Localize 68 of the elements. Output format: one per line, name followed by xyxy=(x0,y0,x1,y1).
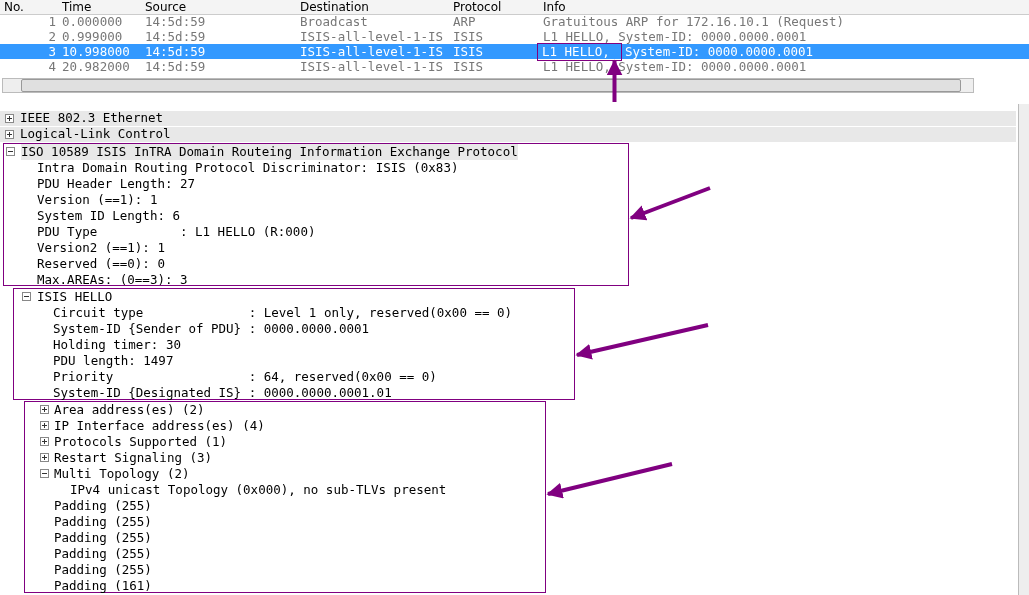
field-line: Protocols Supported (1) xyxy=(54,434,228,450)
table-cell: 0.000000 xyxy=(62,14,123,30)
tree-item: ISIS HELLO xyxy=(37,289,113,305)
table-cell: ARP xyxy=(453,14,476,30)
tree-item: IEEE 802.3 Ethernet xyxy=(20,110,163,126)
field-line: System-ID {Designated IS} : 0000.0000.0001.01 xyxy=(53,385,392,401)
table-cell: System-ID: 0000.0000.0001 xyxy=(625,44,814,60)
field-line: IP Interface address(es) (4) xyxy=(54,418,265,434)
field-line: Multi Topology (2) xyxy=(54,466,190,482)
field-line: Max.AREAs: (0==3): 3 xyxy=(37,272,188,288)
field-line: Holding timer: 30 xyxy=(53,337,181,353)
field-line: System-ID {Sender of PDU} : 0000.0000.0001 xyxy=(53,321,370,337)
table-cell-text: 3 xyxy=(47,44,56,60)
highlight-frame xyxy=(13,288,575,400)
field-line: Reserved (==0): 0 xyxy=(37,256,165,272)
field-line: Intra Domain Routing Protocol Discriminator: ISIS (0x83) xyxy=(37,160,459,176)
table-cell: 14:5d:59 xyxy=(145,29,206,45)
table-cell: ISIS-all-level-1-IS xyxy=(300,44,443,60)
highlight-frame xyxy=(537,43,622,61)
field-line: Priority : 64, reserved(0x00 == 0) xyxy=(53,369,437,385)
field-line: Padding (255) xyxy=(54,562,152,578)
column-header: No. xyxy=(4,0,24,15)
field-line: Version (==1): 1 xyxy=(37,192,158,208)
table-cell: ISIS xyxy=(453,29,484,45)
field-line: IPv4 unicast Topology (0x000), no sub-TLVs present xyxy=(70,482,447,498)
table-cell: 14:5d:59 xyxy=(145,44,206,60)
table-cell-text: 1 xyxy=(47,14,56,30)
table-cell: L1 HELLO, xyxy=(542,44,610,60)
field-line: PDU Type : L1 HELLO (R:000) xyxy=(37,224,316,240)
highlight-frame xyxy=(3,143,629,286)
table-cell-text: 2 xyxy=(47,29,56,45)
table-cell: 0.999000 xyxy=(62,29,123,45)
table-cell: L1 HELLO, System-ID: 0000.0000.0001 xyxy=(543,29,807,45)
highlight-frame xyxy=(24,401,546,593)
field-line: PDU length: 1497 xyxy=(53,353,174,369)
field-line: Circuit type : Level 1 only, reserved(0x00 == 0) xyxy=(53,305,513,321)
table-cell: Broadcast xyxy=(300,14,368,30)
field-line: Padding (255) xyxy=(54,530,152,546)
table-cell: ISIS-all-level-1-IS xyxy=(300,59,443,75)
column-header: Destination xyxy=(300,0,369,15)
field-line: Restart Signaling (3) xyxy=(54,450,213,466)
column-header: Info xyxy=(543,0,566,15)
field-line: PDU Header Length: 27 xyxy=(37,176,196,192)
arrow xyxy=(629,186,711,221)
table-cell: 10.998000 xyxy=(62,44,130,60)
table-cell: 14:5d:59 xyxy=(145,14,206,30)
table-cell: 14:5d:59 xyxy=(145,59,206,75)
table-cell: 20.982000 xyxy=(62,59,130,75)
field-line: Padding (255) xyxy=(54,514,152,530)
arrow xyxy=(575,323,709,360)
table-cell: ISIS xyxy=(453,44,484,60)
field-line: Version2 (==1): 1 xyxy=(37,240,165,256)
table-cell: ISIS xyxy=(453,59,484,75)
field-line: Padding (255) xyxy=(54,546,152,562)
table-cell: ISIS-all-level-1-IS xyxy=(300,29,443,45)
table-cell-text: 4 xyxy=(47,59,56,75)
arrow xyxy=(606,59,623,102)
arrow xyxy=(546,462,673,499)
column-header: Time xyxy=(62,0,92,15)
column-header: Source xyxy=(145,0,187,15)
column-header: Protocol xyxy=(453,0,502,15)
tree-item: ISO 10589 ISIS InTRA Domain Routeing Information Exchange Protocol xyxy=(21,144,518,160)
field-line: Area address(es) (2) xyxy=(54,402,205,418)
field-line: System ID Length: 6 xyxy=(37,208,180,224)
table-cell: Gratuitous ARP for 172.16.10.1 (Request) xyxy=(543,14,845,30)
field-line: Padding (161) xyxy=(54,578,152,594)
table-cell: L1 HELLO, System-ID: 0000.0000.0001 xyxy=(543,59,807,75)
field-line: Padding (255) xyxy=(54,498,152,514)
